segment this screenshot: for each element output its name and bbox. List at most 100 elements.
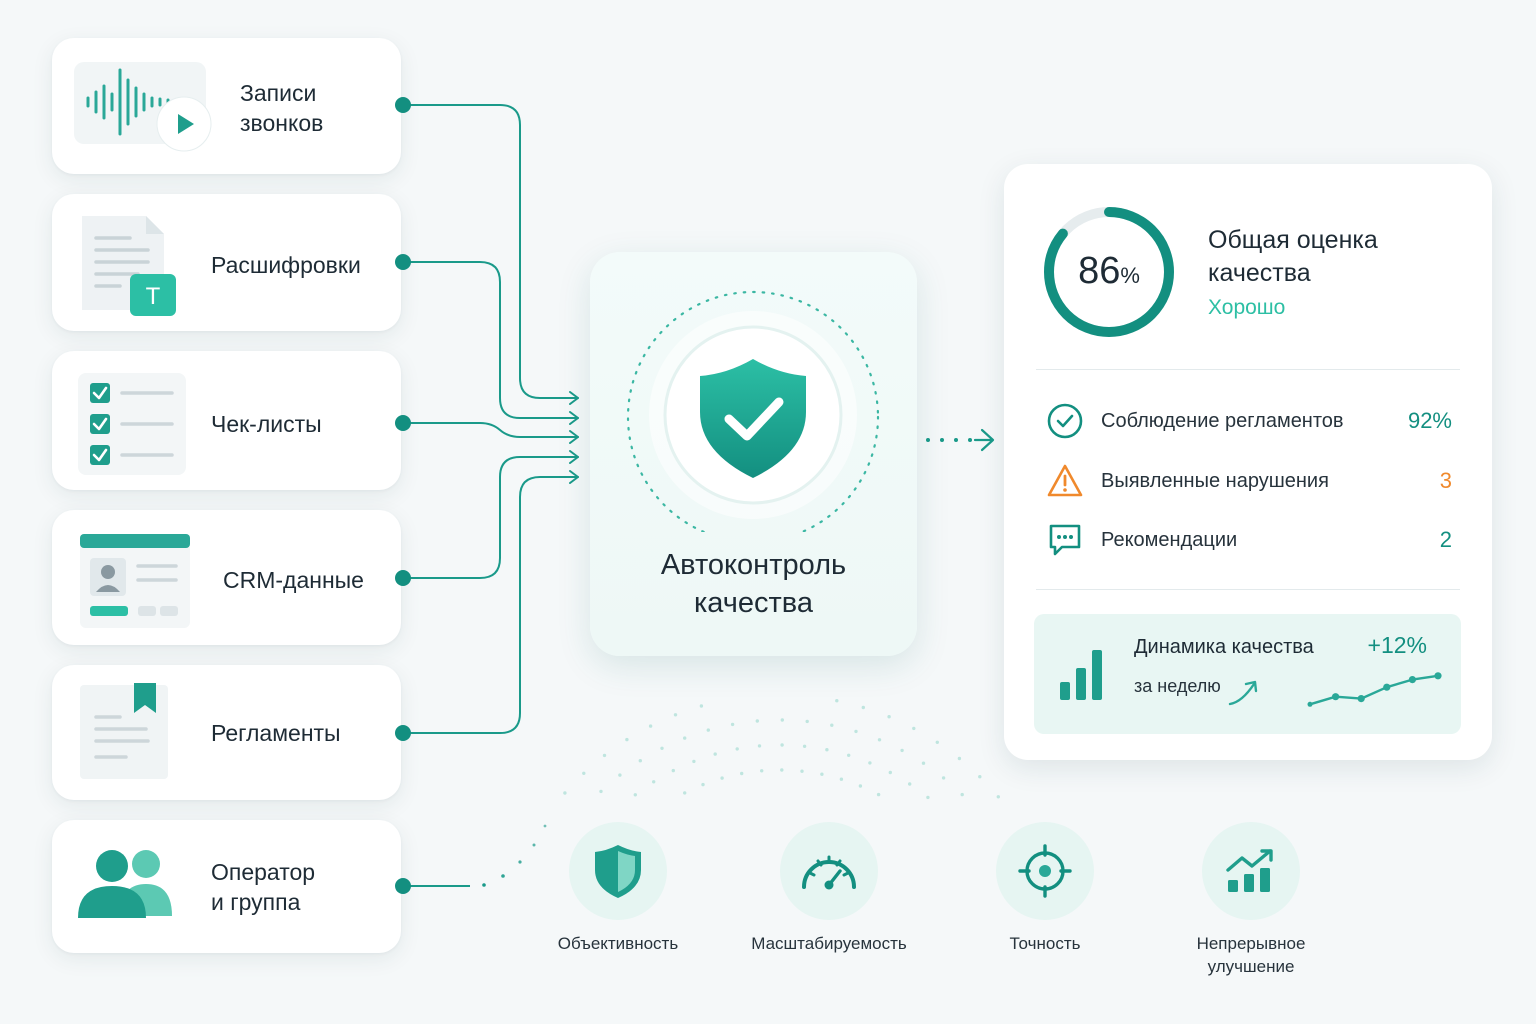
score-unit: % [1120,263,1140,288]
decor-dot [858,784,863,788]
arrowhead-3 [569,430,579,444]
source-card-regulations[interactable]: Регламенты [52,665,401,800]
quality-dynamics-panel[interactable]: Динамика качества за неделю +12% [1034,614,1461,734]
metric-value-compliance: 92% [1407,408,1452,433]
decor-dot [652,780,656,784]
source-label-operator: Оператор и группа [211,859,316,915]
arrowhead-5 [569,470,579,484]
trend-point [1307,701,1313,707]
decor-dot [633,793,637,797]
trend-point [1357,695,1365,703]
decor-dot [671,768,675,773]
decor-dot [602,753,607,758]
decor-dot [757,744,762,748]
trend-point [1332,693,1340,701]
decor-dot [720,776,724,780]
decor-dot [996,795,1000,799]
source-dot-checklists [395,415,411,431]
score-status: Хорошо [1208,296,1286,319]
source-label-regulations: Регламенты [211,720,341,746]
metric-value-violations: 3 [1439,468,1452,493]
decor-dot [730,722,735,727]
feature-label-improvement: Непрерывное улучшение [1196,934,1306,976]
metric-row-compliance[interactable]: Соблюдение регламентов 92% [1004,402,1492,442]
decor-dot [876,792,881,797]
source-card-transcripts[interactable]: T Расшифровки [52,194,401,331]
decor-dot [868,761,872,765]
source-card-operator[interactable]: Оператор и группа [52,820,401,953]
trend-sparkline [1307,672,1442,707]
source-card-calls[interactable]: Записи звонков [52,38,401,174]
source-card-checklists[interactable]: Чек-листы [52,351,401,490]
decor-dot [935,740,939,744]
dynamics-delta: +12% [1367,632,1427,658]
chat-bubble-icon [1049,524,1081,556]
source-label-crm: CRM-данные [223,567,364,593]
connector-transcripts [402,261,579,419]
crm-profile-icon [80,532,192,630]
decor-dot [957,756,962,761]
auto-quality-control-card[interactable]: Автоконтроль качества [590,252,917,656]
metric-row-recommendations[interactable]: Рекомендации 2 [1004,521,1492,561]
metric-label-violations: Выявленные нарушения [1101,470,1329,492]
feature-label-scalability: Масштабируемость [751,934,907,953]
feature-circle-scalability [780,822,878,920]
arrowhead-4 [569,450,579,464]
decor-dot [926,795,930,800]
dynamics-subtitle: за неделю [1134,676,1221,696]
decor-dot [888,770,892,775]
decor-dot [941,776,946,780]
decor-dot [780,718,784,722]
source-dot-calls [395,97,411,113]
decor-dot [887,715,891,719]
decor-dot [835,699,839,703]
metric-row-violations[interactable]: Выявленные нарушения 3 [1004,462,1492,502]
speedometer-icon [802,855,856,890]
results-card[interactable]: 86 % Общая оценка качества Хорошо Соблюд… [1004,164,1492,760]
decor-dot [625,737,629,742]
decor-dot [877,738,882,742]
trend-point [1434,672,1442,680]
trend-point [1408,676,1416,684]
decor-dot [673,713,678,717]
trend-line [1309,674,1439,706]
feature-label-accuracy: Точность [1009,934,1081,953]
decor-dot [638,759,642,763]
shield-check-icon [626,290,880,532]
transcript-document-icon: T [80,214,180,319]
decor-dot [699,704,704,708]
decor-dot [847,753,851,757]
metric-label-compliance: Соблюдение регламентов [1101,410,1344,432]
divider-top [1036,369,1460,370]
warning-triangle-icon [1047,464,1083,497]
decor-dot [921,761,926,765]
score-value: 86 % [1042,204,1176,338]
trend-point [1383,683,1391,691]
source-label-checklists: Чек-листы [211,411,322,437]
checklist-icon [78,371,190,479]
decor-dot [825,748,829,752]
feature-circle-objectivity [569,822,667,920]
metric-label-recommendations: Рекомендации [1101,529,1238,551]
decor-dot [740,771,744,776]
divider-bottom [1036,589,1460,590]
decor-dot [599,789,603,794]
connector-checklists [402,422,579,438]
decor-dot [683,736,687,740]
check-circle-icon [1047,403,1083,439]
source-card-crm[interactable]: CRM-данные [52,510,401,645]
decor-dot [802,744,807,748]
decor-dot [735,747,739,751]
operator-group-icon [76,850,176,922]
decor-dot [854,729,858,734]
feature-circle-accuracy [996,822,1094,920]
decor-dot [780,743,784,747]
audio-waveform-play-icon [74,60,214,154]
decorative-dot-field [563,699,1000,800]
feature-circle-improvement [1202,822,1300,920]
feature-label-objectivity: Объективность [557,934,679,953]
regulations-bookmark-icon [80,683,176,783]
decor-dot [960,792,964,797]
target-icon [1018,844,1072,898]
